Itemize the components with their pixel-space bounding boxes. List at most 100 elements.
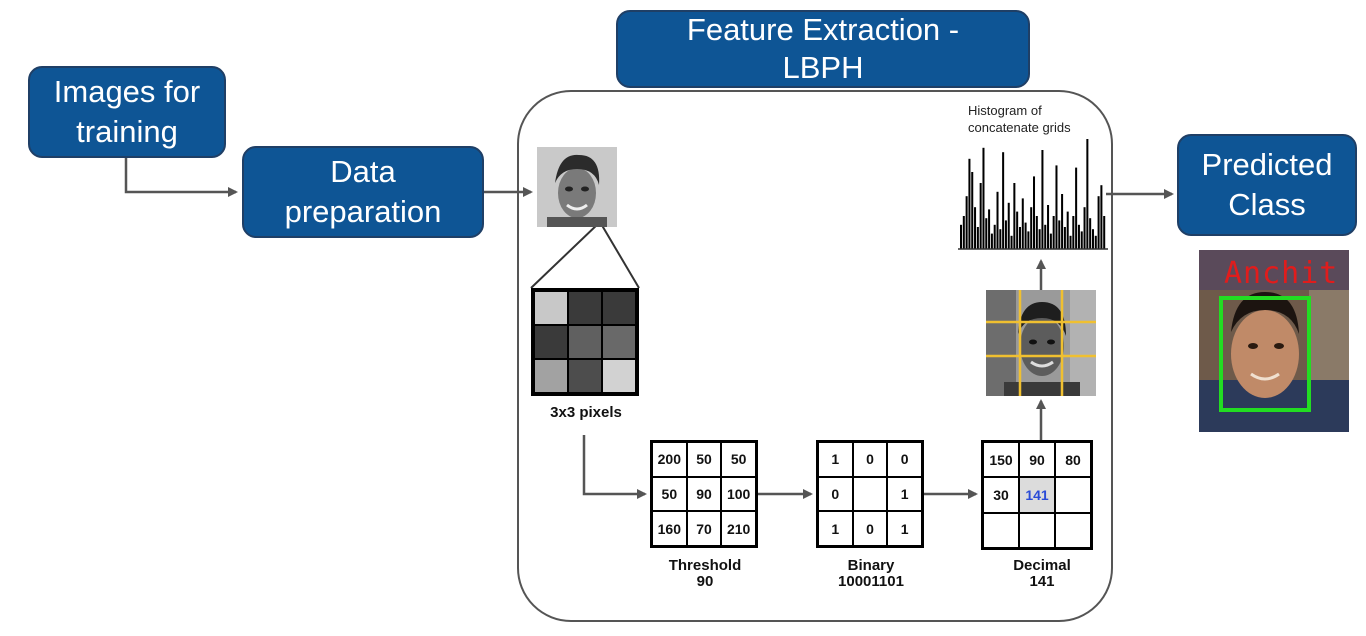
histogram-bar — [1021, 198, 1024, 249]
histogram-bar — [968, 158, 971, 249]
images-for-training-box: Images for training — [28, 66, 226, 158]
detection-box — [1219, 296, 1311, 412]
threshold-cell: 50 — [652, 476, 687, 512]
pixel-cell — [602, 359, 636, 393]
binary-value: 10001101 — [838, 573, 904, 590]
histogram-bar — [1041, 150, 1044, 249]
decimal-cell — [983, 512, 1019, 548]
pixel-cell — [602, 291, 636, 325]
data-preparation-label: Data preparation — [284, 154, 442, 229]
feature-extraction-label: Feature Extraction - LBPH — [686, 12, 960, 85]
zoom-lines — [530, 220, 640, 289]
images-for-training-label: Images for training — [53, 74, 201, 149]
histogram-bar — [1044, 224, 1047, 249]
decimal-cell: 30 — [983, 477, 1019, 513]
histogram-bar — [971, 172, 974, 249]
histogram-bar — [1013, 183, 1016, 249]
histogram-bar — [1103, 216, 1106, 249]
binary-cell: 0 — [852, 442, 888, 477]
grid-overlay — [986, 290, 1096, 396]
histogram-bar — [1063, 227, 1066, 249]
threshold-cell: 160 — [652, 511, 687, 546]
histogram-chart — [958, 139, 1108, 250]
histogram-bar — [990, 233, 993, 249]
data-preparation-box: Data preparation — [242, 146, 484, 238]
histogram-bar — [979, 183, 982, 249]
histogram-bar — [1100, 185, 1103, 249]
histogram-bar — [1080, 231, 1083, 249]
histogram-bar — [982, 147, 985, 249]
histogram-bar — [1004, 220, 1007, 249]
decimal-cell — [1019, 512, 1055, 548]
binary-cell: 0 — [887, 442, 922, 477]
histogram-bar — [976, 227, 979, 249]
histogram-bar — [1033, 176, 1036, 249]
histogram-bar — [1097, 196, 1100, 249]
threshold-title: Threshold — [668, 557, 742, 574]
histogram-bar — [1058, 220, 1061, 249]
predicted-class-box: Predicted Class — [1177, 134, 1357, 236]
decimal-cell: 141 — [1019, 477, 1055, 513]
decimal-title: Decimal — [1013, 557, 1071, 574]
histogram-bar — [965, 196, 968, 249]
histogram-bar — [1007, 202, 1010, 249]
histogram-bar — [974, 207, 977, 249]
histogram-bar — [1038, 229, 1041, 249]
pixel-cell — [602, 325, 636, 359]
histogram-bar — [993, 224, 996, 249]
threshold-caption: Threshold 90 — [640, 558, 770, 590]
pixel-grid — [531, 288, 639, 396]
arrow-pixels-to-threshold — [582, 435, 647, 499]
histogram-bar — [1024, 222, 1027, 249]
decimal-cell: 90 — [1019, 442, 1055, 478]
binary-cell: 0 — [818, 476, 853, 512]
binary-cell: 1 — [818, 511, 853, 546]
pixel-cell — [568, 359, 602, 393]
binary-title: Binary — [847, 557, 895, 574]
grid-face-image — [986, 290, 1096, 396]
threshold-value: 90 — [696, 573, 714, 590]
histogram-bar — [1049, 233, 1052, 249]
histogram-bar — [1016, 211, 1019, 249]
decimal-value: 141 — [1029, 573, 1055, 590]
pixel-cell — [568, 325, 602, 359]
threshold-cell: 100 — [721, 476, 756, 512]
histogram-bar — [1086, 139, 1089, 249]
histogram-bar — [1061, 194, 1064, 249]
histogram-bar — [988, 209, 991, 249]
histogram-bar — [1072, 216, 1075, 249]
histogram-bar — [996, 191, 999, 249]
threshold-cell: 90 — [686, 476, 722, 512]
input-face-image — [537, 147, 617, 227]
threshold-cell: 70 — [686, 511, 722, 546]
histogram-title: Histogram of concatenate grids — [968, 103, 1071, 135]
pixel-cell — [568, 291, 602, 325]
histogram-bar — [1075, 167, 1078, 249]
binary-cell: 1 — [818, 442, 853, 477]
histogram-bar — [1091, 229, 1094, 249]
histogram-bar — [1030, 207, 1033, 249]
predicted-face-image — [1199, 250, 1349, 432]
histogram-bar — [1055, 165, 1058, 249]
decimal-cell — [1055, 512, 1091, 548]
binary-cell — [852, 476, 888, 512]
binary-cell: 0 — [852, 511, 888, 546]
histogram-bar — [1010, 235, 1013, 249]
predicted-class-label: Predicted Class — [1201, 147, 1333, 222]
histogram-bar — [1077, 224, 1080, 249]
histogram-bar — [1027, 231, 1030, 249]
pixel-cell — [534, 359, 568, 393]
histogram-bar — [1094, 235, 1097, 249]
decimal-cell: 80 — [1055, 442, 1091, 478]
threshold-cell: 210 — [721, 511, 756, 546]
histogram-bar — [1018, 227, 1021, 249]
histogram-bar — [960, 224, 963, 249]
histogram-bar — [1083, 207, 1086, 249]
decimal-cell — [1055, 477, 1091, 513]
pixel-cell — [534, 291, 568, 325]
histogram-bar — [1089, 218, 1092, 249]
pixel-cell — [534, 325, 568, 359]
